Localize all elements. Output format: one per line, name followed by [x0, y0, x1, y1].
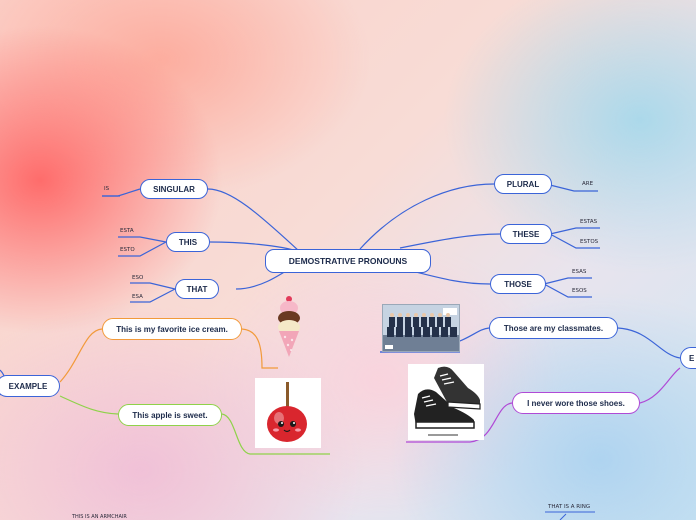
example-node-right[interactable]: E — [680, 347, 696, 369]
example-sentence-shoes[interactable]: I never wore those shoes. — [512, 392, 640, 414]
example-sentence-icecream-label: This is my favorite ice cream. — [116, 324, 228, 334]
group-photo-icon — [383, 305, 459, 351]
example-sentence-classmates[interactable]: Those are my classmates. — [489, 317, 618, 339]
topic-these[interactable]: THESE — [500, 224, 552, 244]
apple-image — [255, 378, 321, 448]
shoes-image — [408, 364, 484, 440]
leaf-esto: ESTO — [120, 247, 135, 253]
central-topic-label: DEMOSTRATIVE PRONOUNS — [288, 256, 408, 266]
example-node-left[interactable]: EXAMPLE — [0, 375, 60, 397]
topic-plural-label: PLURAL — [506, 179, 540, 189]
leaf-estas: ESTAS — [580, 219, 598, 225]
leaf-are: ARE — [582, 181, 594, 187]
leaf-is: IS — [104, 186, 110, 192]
candy-apple-icon — [267, 382, 307, 442]
example-sentence-apple-label: This apple is sweet. — [132, 410, 208, 420]
topic-singular[interactable]: SINGULAR — [140, 179, 208, 199]
ice-cream-image — [278, 296, 300, 357]
leaf-esa: ESA — [132, 294, 143, 300]
topic-this[interactable]: THIS — [166, 232, 210, 252]
topic-that[interactable]: THAT — [175, 279, 219, 299]
example-sentence-apple[interactable]: This apple is sweet. — [118, 404, 222, 426]
example-sentence-shoes-label: I never wore those shoes. — [527, 398, 625, 408]
bottom-text-ring: THAT IS A RING — [548, 504, 591, 510]
leaf-estos: ESTOS — [580, 239, 599, 245]
leaf-esos: ESOS — [572, 288, 587, 294]
topic-this-label: THIS — [178, 237, 198, 247]
leaf-eso: ESO — [132, 275, 144, 281]
bottom-text-armchair: THIS IS AN ARMCHAIR — [72, 514, 127, 520]
example-label-left: EXAMPLE — [8, 381, 48, 391]
topic-singular-label: SINGULAR — [153, 184, 195, 194]
topic-that-label: THAT — [186, 284, 208, 294]
example-sentence-icecream[interactable]: This is my favorite ice cream. — [102, 318, 242, 340]
example-label-right: E — [689, 353, 695, 363]
topic-these-label: THESE — [512, 229, 540, 239]
leaf-esta: ESTA — [120, 228, 134, 234]
leaf-esas: ESAS — [572, 269, 587, 275]
topic-plural[interactable]: PLURAL — [494, 174, 552, 194]
topic-those-label: THOSE — [504, 279, 532, 289]
sneakers-icon — [414, 366, 481, 436]
central-topic[interactable]: DEMOSTRATIVE PRONOUNS — [265, 249, 431, 273]
topic-those[interactable]: THOSE — [490, 274, 546, 294]
example-sentence-classmates-label: Those are my classmates. — [503, 323, 604, 333]
classmates-image — [382, 304, 460, 352]
